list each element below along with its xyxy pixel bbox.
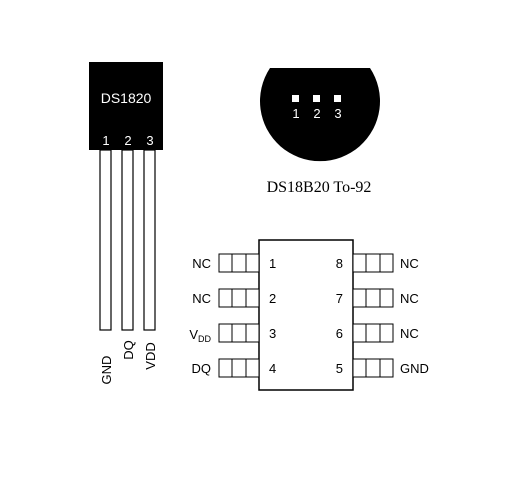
- so8-right-pin-8: NC 8: [336, 253, 419, 273]
- pin-name-gnd: GND: [99, 356, 114, 385]
- bottom-pin-number-2: 2: [313, 106, 320, 121]
- pin-label: NC: [400, 326, 419, 341]
- pin-label: NC: [400, 256, 419, 271]
- so8-package: NC 1 NC 2 VDD 3 DQ 4 N: [189, 239, 429, 391]
- pin-number: 1: [269, 256, 276, 271]
- to92-bottom-view: 1 2 3 DS18B20 To-92: [260, 68, 381, 196]
- pin-number: 7: [336, 291, 343, 306]
- to92-bottom-body: [260, 68, 381, 162]
- side-pin-number-3: 3: [146, 133, 153, 148]
- lead-1: [99, 149, 112, 331]
- pin-number: 4: [269, 361, 276, 376]
- so8-right-pin-5: GND 5: [336, 358, 429, 378]
- pin-label: NC: [192, 291, 211, 306]
- lead-3: [143, 149, 156, 331]
- so8-right-pin-7: NC 7: [336, 288, 419, 308]
- pin-number: 6: [336, 326, 343, 341]
- pin-label: NC: [192, 256, 211, 271]
- pin-label: DQ: [192, 361, 212, 376]
- side-pin-number-2: 2: [124, 133, 131, 148]
- bottom-pad-3: [334, 95, 341, 102]
- pin-number: 2: [269, 291, 276, 306]
- so8-body: [258, 239, 354, 391]
- to92-side-view: DS1820 1 2 3 GND DQ VDD: [89, 62, 163, 384]
- so8-right-pin-6: NC 6: [336, 323, 419, 343]
- pin-number: 3: [269, 326, 276, 341]
- side-pin-number-1: 1: [102, 133, 109, 148]
- to92-body: [89, 62, 163, 150]
- so8-left-pin-4: DQ 4: [192, 358, 276, 378]
- so8-left-pin-1: NC 1: [192, 253, 276, 273]
- part-label: DS1820: [101, 90, 152, 106]
- lead-2: [121, 149, 134, 331]
- bottom-pad-2: [313, 95, 320, 102]
- pin-label: GND: [400, 361, 429, 376]
- pin-name-vdd: VDD: [143, 342, 158, 369]
- bottom-pin-number-1: 1: [292, 106, 299, 121]
- pin-name-dq: DQ: [121, 340, 136, 360]
- to92-caption: DS18B20 To-92: [267, 179, 372, 196]
- pin-number: 5: [336, 361, 343, 376]
- pin-label: NC: [400, 291, 419, 306]
- bottom-pad-1: [292, 95, 299, 102]
- so8-left-pin-3: VDD 3: [189, 323, 276, 344]
- pin-number: 8: [336, 256, 343, 271]
- pin-label: VDD: [189, 327, 211, 344]
- so8-left-pin-2: NC 2: [192, 288, 276, 308]
- bottom-pin-number-3: 3: [334, 106, 341, 121]
